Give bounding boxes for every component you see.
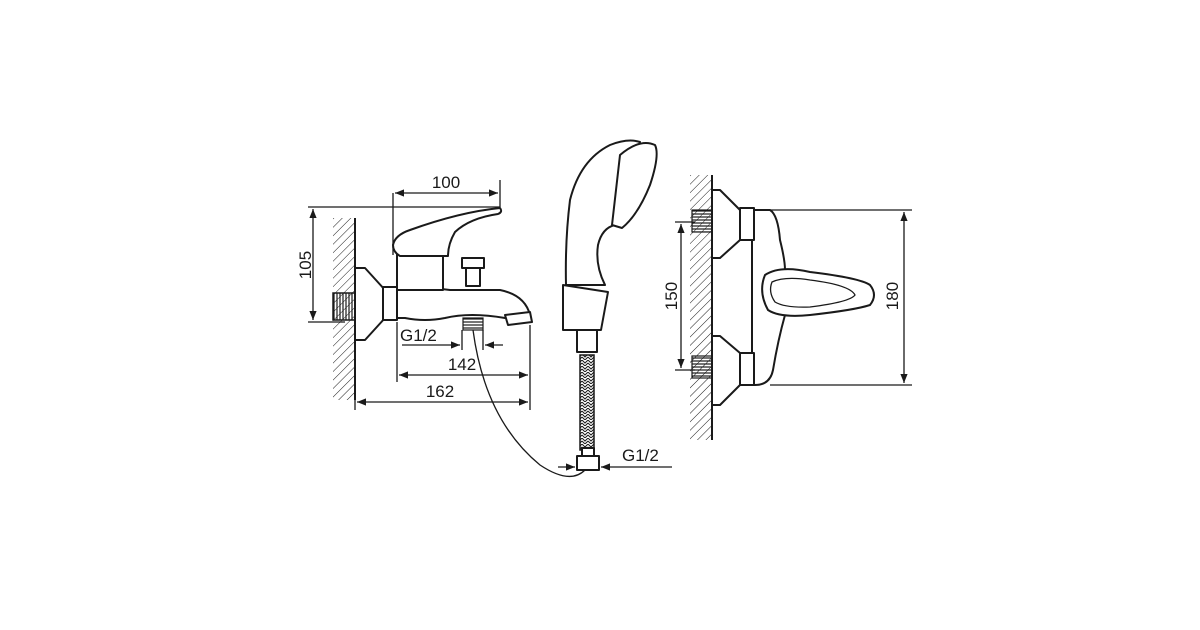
nut [382,286,398,321]
dim-inlet-spacing: 150 [662,282,681,310]
shower-holder [562,284,609,331]
hose-braid [579,354,595,451]
dim-spout-reach: 142 [448,355,476,374]
dim-total-reach: 162 [426,382,454,401]
outlet-thread [462,317,484,331]
dim-body-height: 180 [883,282,902,310]
wall-flange [354,267,386,341]
dim-height: 105 [296,251,315,279]
dim-lever-length: 100 [432,173,460,192]
mixer-body [396,252,444,291]
dim-hose-connection: G1/2 [622,446,659,465]
shower-hose [472,329,586,477]
hand-shower: G1/2 [558,139,672,471]
upper-flange [711,189,741,259]
hose-nut [576,455,600,471]
shower-head [611,142,658,229]
bath-mixer-front-view: 150 180 [662,175,912,440]
dim-connection: G1/2 [400,326,437,345]
lever-handle [392,207,503,257]
lower-flange [711,335,741,406]
bath-mixer-side-view: 100 105 G1/2 142 162 [296,173,586,477]
lever-handle [761,268,875,317]
wall-thread [332,292,356,321]
diverter-knob [461,257,485,269]
